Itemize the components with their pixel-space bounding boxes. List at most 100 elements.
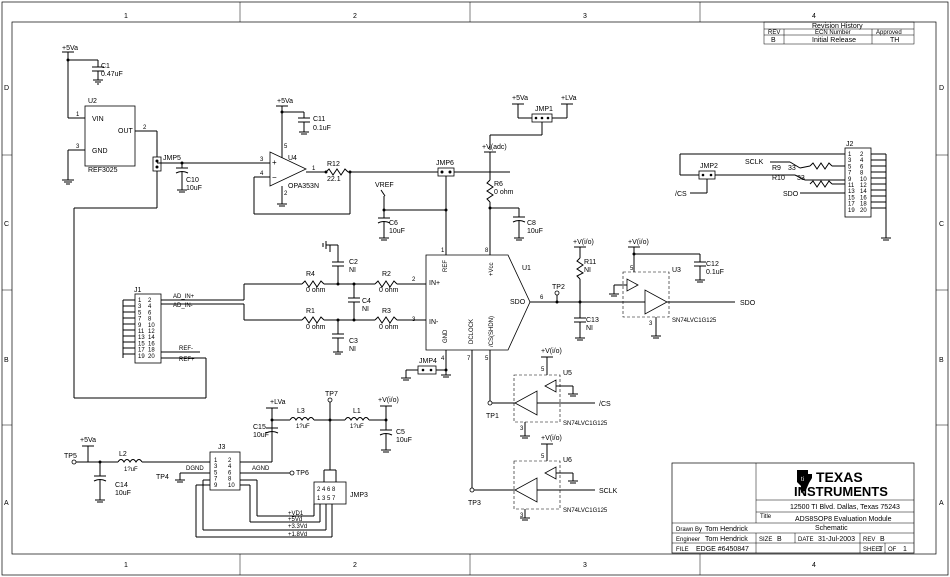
j2-pin-11: 11 <box>848 183 855 189</box>
j1-pin-5: 5 <box>138 310 142 316</box>
j3-pin-2: 2 <box>228 458 232 464</box>
company-address: 12500 TI Blvd. Dallas, Texas 75243 <box>790 504 900 511</box>
j1-pin-8: 8 <box>148 317 152 323</box>
j1-pin-20: 20 <box>148 354 155 360</box>
u6-pin-3: 3 <box>520 513 524 519</box>
ecn-cell: Initial Release <box>812 37 856 44</box>
u1-pin-7: 7 <box>467 356 471 362</box>
date-label: DATE <box>798 537 814 543</box>
j2-pin-10: 10 <box>860 177 867 183</box>
engineer-label: Engineer <box>676 537 700 543</box>
r6-value: 0 ohm <box>494 189 514 196</box>
l1-ref: L1 <box>353 408 361 415</box>
c5-value: 10uF <box>396 437 412 444</box>
net-cs-label-2: /CS <box>675 191 687 198</box>
col-label-4-bottom: 4 <box>812 562 816 569</box>
u5-ref: U5 <box>563 370 572 377</box>
r12-resistor <box>325 168 349 176</box>
r10-resistor <box>809 180 833 188</box>
u6-pin-5: 5 <box>541 454 545 460</box>
l3-inductor <box>289 417 315 421</box>
col-label-2: 2 <box>353 13 357 20</box>
r3-resistor <box>374 316 398 324</box>
company-name: TEXAS <box>816 469 863 485</box>
jmp3-top-pins: 2 4 6 8 <box>317 487 336 493</box>
net-vadc-label: +V(adc) <box>482 144 507 151</box>
of-value: 1 <box>903 546 907 553</box>
r2-value: 0 ohm <box>379 287 399 294</box>
c6-ref: C6 <box>389 220 398 227</box>
approved-cell: TH <box>890 37 899 44</box>
u4-opamp-triangle <box>269 151 307 187</box>
r10-ref: R10 <box>772 175 785 182</box>
reference-jumper-section: JMP6 VREF C6 10uF +5Va +LVa JMP1 +V(adc) <box>375 95 577 255</box>
jmp2-label: JMP2 <box>700 163 718 170</box>
j3-ref: J3 <box>218 444 226 451</box>
sheet-label: SHEET <box>863 547 883 553</box>
u1-pin-8: 8 <box>485 248 489 254</box>
u3-ref: U3 <box>672 267 681 274</box>
j2-box <box>844 147 872 218</box>
net-refm-label: REF- <box>179 346 193 352</box>
r11-ref: R11 <box>584 259 596 266</box>
u6-sclk-buffer-section: +V(i/o) U6 SN74LVC1G125 5 3 SCLK <box>513 435 618 521</box>
r1-ref: R1 <box>306 308 315 315</box>
u1-pin-6: 6 <box>540 295 544 301</box>
net-sclk-label-1: SCLK <box>599 488 618 495</box>
u5-cs-buffer-section: +V(i/o) U5 SN74LVC1G125 5 3 /CS <box>513 348 611 439</box>
l2-value: 1?uF <box>124 467 138 473</box>
j1-pin-4: 4 <box>148 304 152 310</box>
size-label: SIZE <box>759 537 772 543</box>
drawn-by-label: Drawn By <box>676 527 702 533</box>
u4-pin-1: 1 <box>312 166 316 172</box>
net-ad-inn-label: AD_IN- <box>173 303 193 309</box>
r9-resistor <box>809 162 833 170</box>
u1-pin-4: 4 <box>441 356 445 362</box>
j3-pin-3: 3 <box>214 464 218 470</box>
revision-history-table: Revision History REV ECN Number Approved… <box>763 21 915 45</box>
net-vio-label-5: +V(i/o) <box>378 397 399 404</box>
net-lva-label-2: +LVa <box>270 399 286 406</box>
j2-pin-1: 1 <box>848 152 852 158</box>
net-refp-label: REF+ <box>179 357 195 363</box>
j2-pin-14: 14 <box>860 189 867 195</box>
c8-value: 10uF <box>527 228 543 235</box>
row-label-d: D <box>4 85 9 92</box>
u6-ref: U6 <box>563 457 572 464</box>
c11-value: 0.1uF <box>313 125 331 132</box>
u3-part-name: SN74LVC1G125 <box>672 318 717 324</box>
u2-vin-pin: VIN <box>92 116 104 123</box>
rev-cell: B <box>771 37 776 44</box>
jmp6-label: JMP6 <box>436 160 454 167</box>
net-5va-label-4: +5Va <box>80 437 96 444</box>
net-vd1-label: +VD1 <box>288 511 304 517</box>
net-vio-label-1: +V(i/o) <box>573 239 594 246</box>
j2-pin-17: 17 <box>848 202 855 208</box>
u1-adc-section: U1 REF +Vcc IN+ IN- GND DCLOCK /CS(SHDN)… <box>401 248 580 507</box>
j2-pin-19: 19 <box>848 208 855 214</box>
c10-value: 10uF <box>186 185 202 192</box>
j2-pin-18: 18 <box>860 202 867 208</box>
u4-minus-sign: − <box>272 173 277 182</box>
j2-pin-12: 12 <box>860 183 867 189</box>
r12-ref: R12 <box>327 161 340 168</box>
row-label-c: C <box>4 221 9 228</box>
u2-ref: U2 <box>88 98 97 105</box>
jmp4-jumper <box>417 365 437 375</box>
u1-inp-pin: IN+ <box>429 280 440 287</box>
border-column-labels: 1 2 3 4 1 2 3 4 <box>124 13 816 569</box>
engineer-value: Tom Hendrick <box>705 536 748 543</box>
j1-pin-13: 13 <box>138 335 145 341</box>
title-label: Title <box>760 514 772 520</box>
r4-resistor <box>301 280 325 288</box>
j1-pin-19: 19 <box>138 354 145 360</box>
j2-ref: J2 <box>846 141 854 148</box>
col-label-1: 1 <box>124 13 128 20</box>
u4-pin-2: 2 <box>284 191 288 197</box>
u5-part-name: SN74LVC1G125 <box>563 421 608 427</box>
u5-dashed-outline <box>513 374 561 423</box>
r9-value: 33 <box>788 165 796 172</box>
r4-value: 0 ohm <box>306 287 326 294</box>
